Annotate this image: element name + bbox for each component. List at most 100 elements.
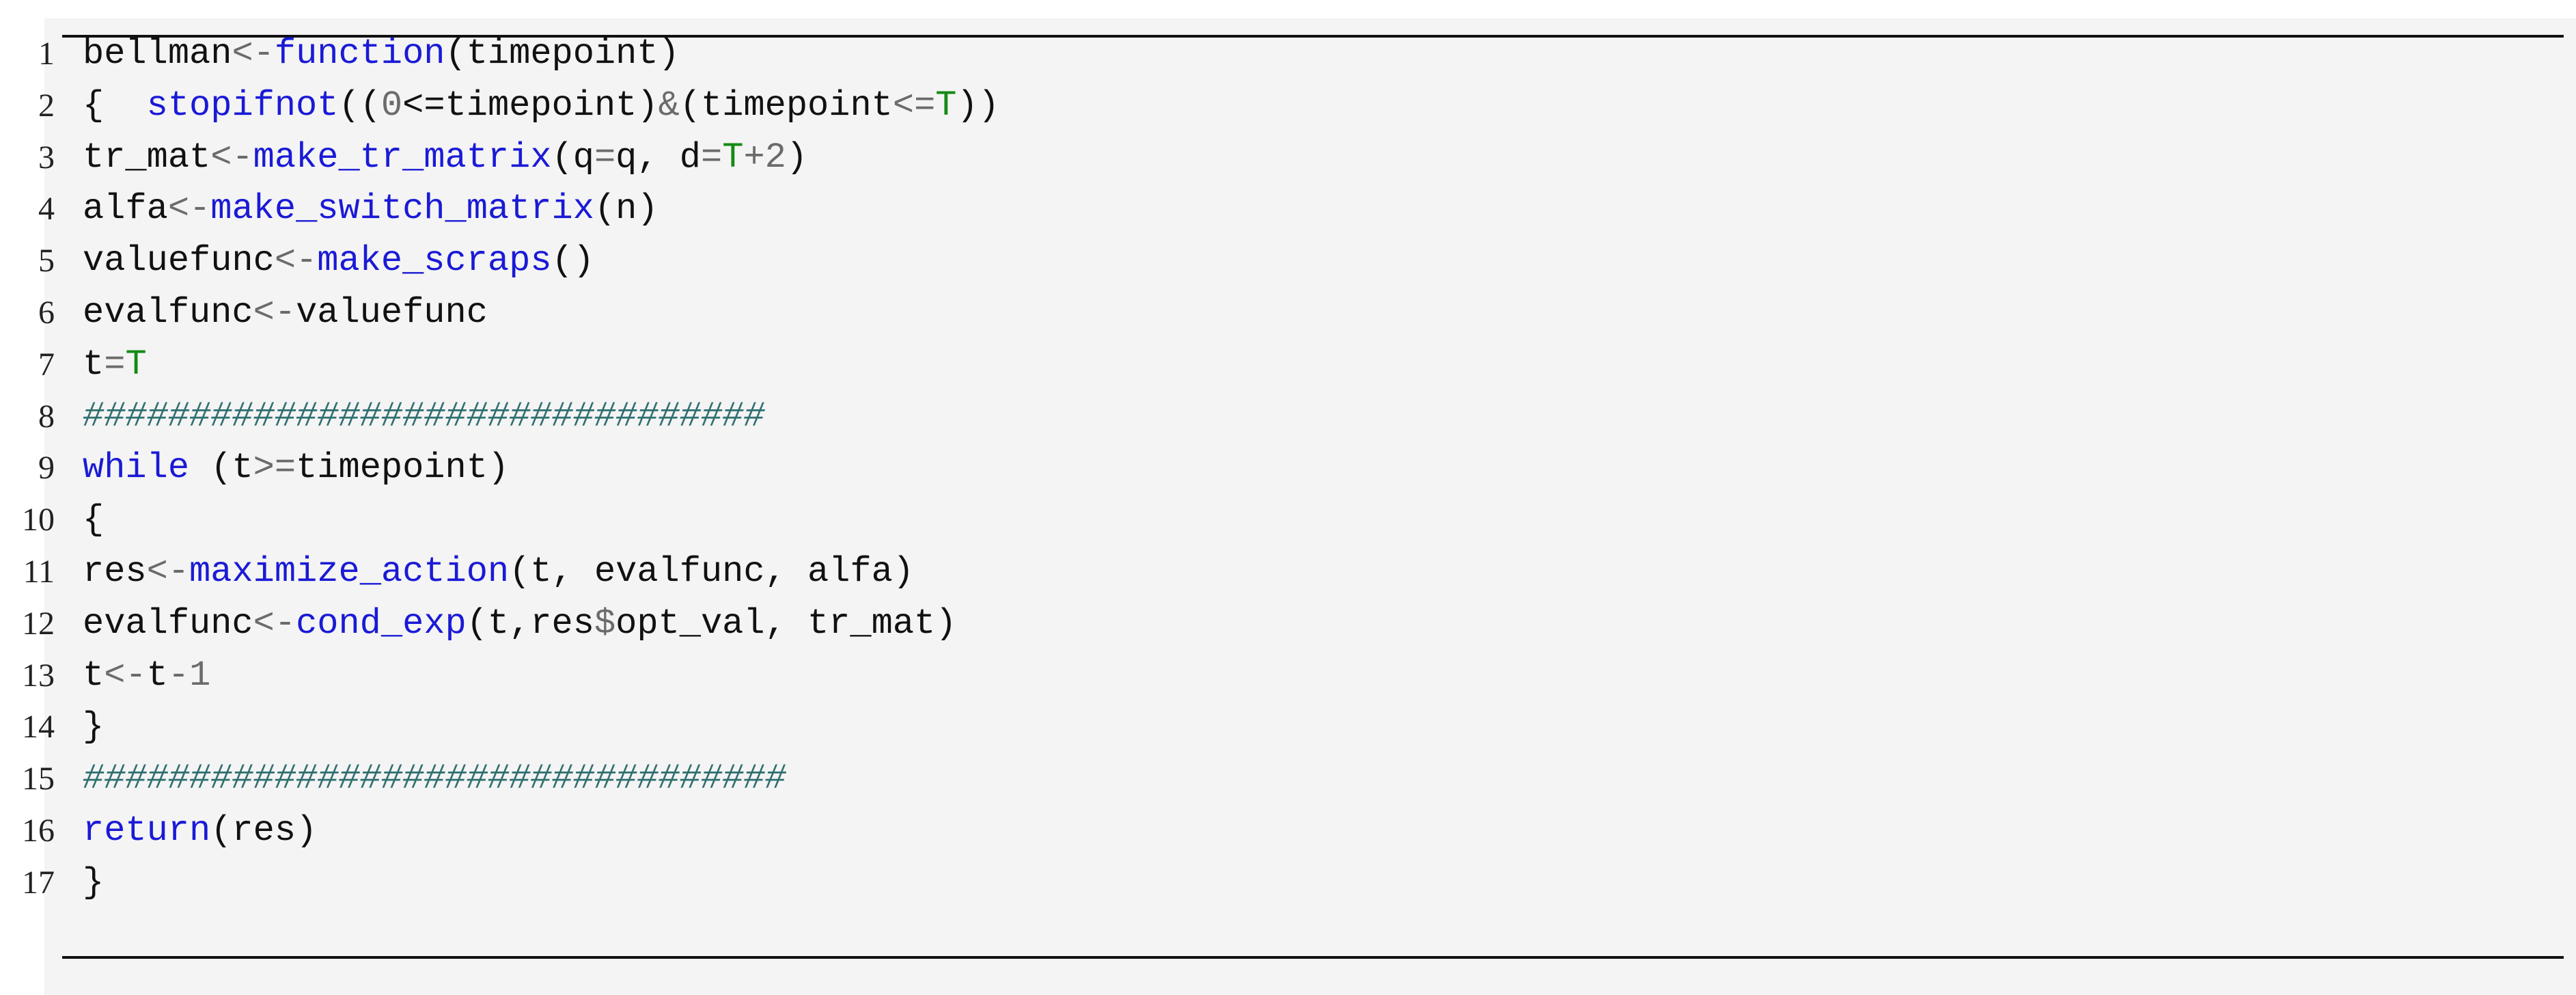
code-text: evalfunc<-valuefunc (83, 287, 488, 338)
line-number: 9 (38, 450, 55, 487)
code-token-plain: q, d (615, 137, 701, 178)
code-token-plain: (t (189, 448, 253, 489)
code-text: valuefunc<-make_scraps() (83, 235, 594, 286)
code-token-op: $ (594, 603, 616, 644)
code-token-op: <- (253, 603, 296, 644)
code-token-op: <= (892, 85, 936, 126)
code-line: 12 evalfunc<-cond_exp(t,res$opt_val, tr_m… (22, 598, 2576, 649)
code-token-plain: (timepoint (679, 85, 893, 126)
code-token-plain: valuefunc (83, 241, 275, 282)
line-number: 16 (22, 813, 55, 849)
line-number: 15 (22, 761, 55, 798)
code-text: bellman<-function(timepoint) (83, 28, 680, 79)
code-token-op: <- (274, 241, 318, 282)
line-number: 1 (38, 36, 55, 72)
code-line: 16 return(res) (22, 805, 2576, 856)
line-number: 17 (22, 864, 55, 901)
code-line: 14} (22, 701, 2576, 752)
code-token-plain: } (83, 862, 105, 903)
code-token-op: -1 (167, 655, 211, 696)
code-text: res<-maximize_action(t, evalfunc, alfa) (83, 546, 914, 597)
code-token-op: <- (104, 655, 147, 696)
code-token-plain: (q (551, 137, 594, 178)
code-text: t=T (83, 339, 147, 390)
line-number: 3 (38, 139, 55, 176)
code-text: evalfunc<-cond_exp(t,res$opt_val, tr_mat… (83, 598, 956, 649)
code-line: 7 t=T (38, 339, 2576, 390)
code-token-const: T (935, 85, 957, 126)
code-token-op: <- (253, 292, 296, 333)
line-number: 13 (22, 657, 55, 694)
code-token-plain: t (83, 344, 105, 385)
code-text: { (83, 494, 104, 545)
code-token-plain: (t, evalfunc, alfa) (509, 551, 915, 592)
code-token-kw: function (274, 33, 445, 74)
code-token-op: <- (167, 189, 211, 230)
code-token-plain: )) (956, 85, 999, 126)
code-token-plain: evalfunc (83, 292, 253, 333)
code-token-const: T (125, 344, 147, 385)
code-token-kw: stopifnot (146, 85, 339, 126)
code-token-plain: { (83, 85, 147, 126)
code-token-op: = (594, 137, 616, 178)
code-token-op: >= (253, 448, 296, 489)
code-token-plain: ) (786, 137, 808, 178)
code-token-plain: tr_mat (83, 137, 211, 178)
line-number: 10 (22, 502, 55, 539)
line-number: 2 (38, 87, 55, 124)
code-token-kw: while (83, 448, 190, 489)
code-text: { stopifnot((0<=timepoint)&(timepoint<=T… (83, 80, 999, 131)
code-text: while (t>=timepoint) (83, 442, 509, 493)
code-token-plain: (timepoint) (445, 33, 680, 74)
code-token-kw: make_switch_matrix (210, 189, 594, 230)
code-line: 2 { stopifnot((0<=timepoint)&(timepoint<=… (38, 80, 2576, 131)
code-token-kw: make_tr_matrix (253, 137, 552, 178)
code-token-plain: } (83, 707, 105, 748)
code-text: ################################ (83, 391, 765, 442)
code-token-op: <- (210, 137, 253, 178)
code-token-comment: ################################# (83, 759, 786, 800)
code-token-plain: <=timepoint) (402, 85, 659, 126)
code-line: 1 bellman<-function(timepoint) (38, 28, 2576, 79)
code-token-op: = (701, 137, 723, 178)
code-token-plain: t (83, 655, 105, 696)
bottom-rule (62, 956, 2564, 959)
code-line: 6 evalfunc<-valuefunc (38, 287, 2576, 338)
code-line: 10 { (22, 494, 2576, 545)
code-token-plain: res (83, 551, 147, 592)
code-text: } (83, 857, 104, 908)
code-token-const: T (722, 137, 744, 178)
code-token-kw: maximize_action (189, 551, 510, 592)
code-text: t<-t-1 (83, 650, 210, 701)
code-token-kw: return (83, 810, 211, 851)
code-text: alfa<-make_switch_matrix(n) (83, 183, 659, 234)
line-number: 6 (38, 295, 55, 331)
code-token-plain: { (83, 500, 105, 541)
code-token-plain: valuefunc (296, 292, 488, 333)
code-text: tr_mat<-make_tr_matrix(q=q, d=T+2) (83, 132, 807, 183)
line-number: 12 (22, 605, 55, 642)
code-token-op: & (658, 85, 680, 126)
code-text: ################################# (83, 753, 786, 804)
line-number: 8 (38, 398, 55, 435)
code-token-plain: (res) (210, 810, 318, 851)
line-number: 4 (38, 191, 55, 228)
code-line: 9 while (t>=timepoint) (38, 442, 2576, 493)
code-token-plain: (n) (594, 189, 659, 230)
code-line: 15 ################################# (22, 753, 2576, 804)
code-token-plain: bellman (83, 33, 232, 74)
code-line: 3 tr_mat<-make_tr_matrix(q=q, d=T+2) (38, 132, 2576, 183)
code-token-plain: () (551, 241, 594, 282)
line-number: 7 (38, 346, 55, 383)
code-token-kw: cond_exp (296, 603, 467, 644)
line-number: 14 (22, 709, 55, 746)
code-line: 8 ################################ (38, 391, 2576, 442)
top-rule (62, 35, 2564, 38)
code-token-op: <- (146, 551, 190, 592)
code-token-kw: make_scraps (317, 241, 552, 282)
code-token-plain: (t,res (466, 603, 594, 644)
code-line: 4 alfa<-make_switch_matrix(n) (38, 183, 2576, 234)
